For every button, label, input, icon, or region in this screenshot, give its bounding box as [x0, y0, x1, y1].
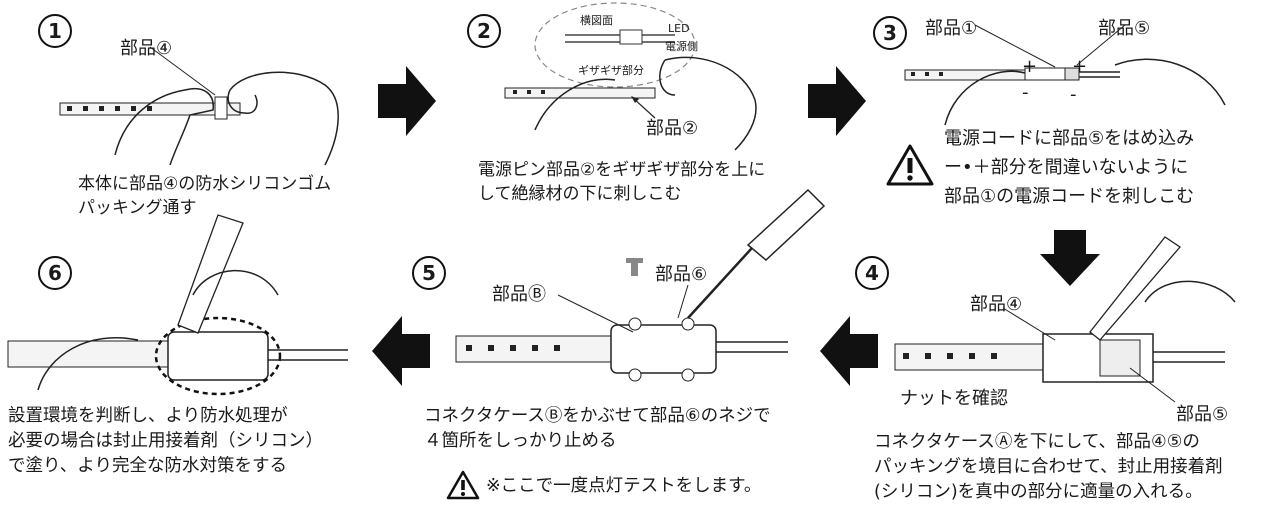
caption-line: ー•＋部分を間違いないように [944, 157, 1189, 178]
plus-sign: + [1072, 56, 1088, 77]
warning-icon [886, 144, 934, 186]
step-6-number: 6 [38, 256, 72, 290]
caption-line: パッキングを境目に合わせて、封止用接着剤 [874, 457, 1223, 477]
caption-line: 本体に部品④の防水シリコンゴム [78, 174, 332, 194]
step-4-caption: コネクタケースⒶを下にして、部品④⑤の パッキングを境目に合わせて、封止用接着剤… [874, 430, 1223, 505]
step-6-illustration [7, 214, 348, 396]
check-nut-label: ナットを確認 [900, 388, 1008, 409]
step-2-illustration [504, 2, 757, 151]
caption-line: して絶縁材の下に刺しこむ [478, 184, 682, 204]
step-4-illustration [894, 236, 1236, 403]
caption-line: コネクタケースⒶを下にして、部品④⑤の [874, 432, 1200, 452]
step-6-caption: 設置環境を判断し、より防水処理が 必要の場合は封止用接着剤（シリコン） で塗り、… [8, 404, 323, 479]
caption-line: (シリコン)を真中の部分に適量の入れる。 [874, 482, 1203, 502]
step-5-illustration [455, 188, 826, 382]
caption-line: で塗り、より完全な防水対策をする [8, 456, 287, 476]
inset-jagged: ギザギザ部分 [578, 64, 644, 77]
inset-title: 横図面 [580, 14, 613, 27]
step-2-number: 2 [467, 14, 501, 48]
warning-icon [446, 470, 480, 500]
part-b-label: 部品Ⓑ [492, 284, 546, 305]
step-4-number: 4 [855, 256, 889, 290]
caption-line: パッキング通す [78, 198, 197, 218]
step-1-illustration [59, 46, 339, 166]
arrow-left-icon [820, 316, 878, 386]
test-note: ※ここで一度点灯テストをします。 [486, 476, 762, 496]
arrow-right-icon [378, 66, 436, 136]
inset-power-side: 電源側 [665, 40, 698, 53]
step-3-number: 3 [873, 16, 907, 50]
step-5-number: 5 [412, 256, 446, 290]
part-5-label: 部品⑤ [1176, 404, 1229, 425]
caption-line: 設置環境を判断し、より防水処理が [8, 406, 288, 426]
step-2-caption: 電源ピン部品②をギザギザ部分を上に して絶縁材の下に刺しこむ [478, 158, 765, 206]
caption-line: 必要の場合は封止用接着剤（シリコン） [8, 431, 323, 451]
caption-line: 電源コードに部品⑤をはめ込み [944, 128, 1195, 149]
part-2-label: 部品② [646, 118, 699, 139]
step-1-number: 1 [38, 14, 72, 48]
caption-line: ４箇所をしっかり止める [424, 431, 617, 451]
arrow-left-icon [372, 316, 430, 386]
step-3-caption: 電源コードに部品⑤をはめ込み ー•＋部分を間違いないように 部品①の電源コードを… [944, 124, 1194, 211]
minus-sign: - [1070, 84, 1077, 105]
plus-sign: + [1022, 56, 1038, 77]
caption-line: コネクタケースⒷをかぶせて部品⑥のネジで [424, 406, 771, 426]
caption-line: 部品①の電源コードを刺しこむ [944, 186, 1195, 207]
part-4-label: 部品④ [970, 294, 1023, 315]
step-5-caption: コネクタケースⒷをかぶせて部品⑥のネジで ４箇所をしっかり止める [424, 404, 771, 454]
caption-line: 電源ピン部品②をギザギザ部分を上に [478, 160, 766, 180]
arrow-right-icon [808, 66, 866, 136]
arrow-down-icon [1040, 230, 1100, 286]
part-5-label: 部品⑤ [1098, 18, 1151, 39]
step-1-caption: 本体に部品④の防水シリコンゴム パッキング通す [78, 172, 331, 220]
part-6-label: 部品⑥ [655, 264, 708, 285]
step-3-illustration [904, 24, 1226, 126]
inset-led: LED [668, 22, 690, 35]
minus-sign: - [1022, 82, 1029, 103]
part-1-label: 部品① [925, 18, 978, 39]
